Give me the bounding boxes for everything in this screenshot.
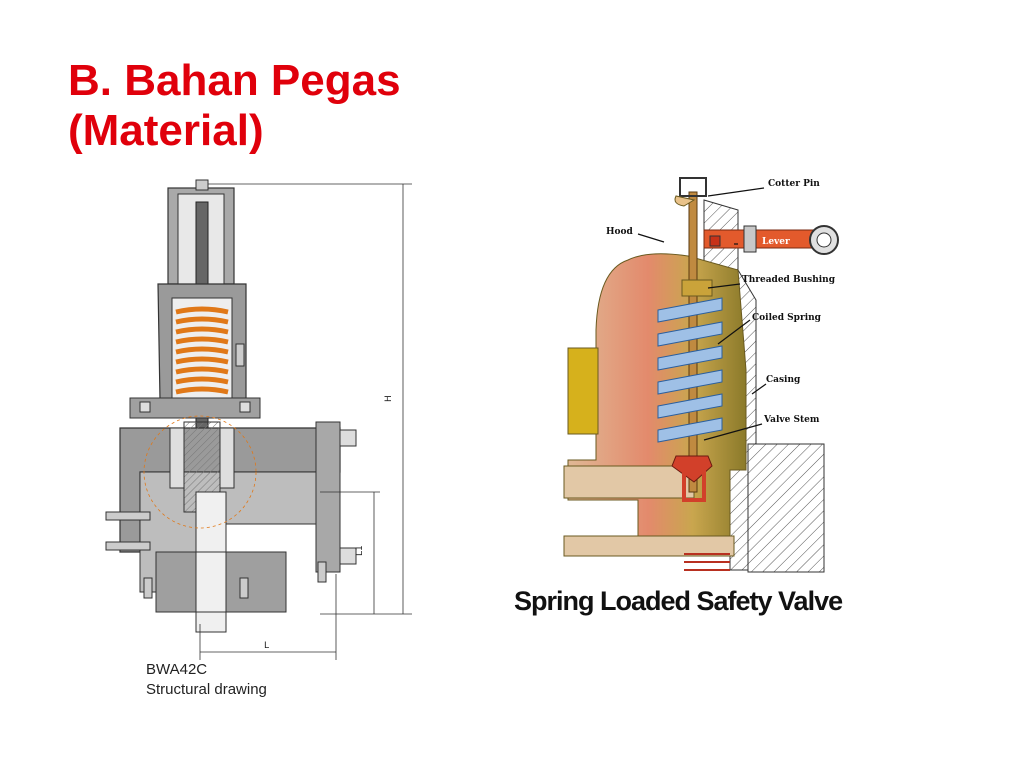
structural-drawing: H L1 L <box>105 179 412 660</box>
threaded-bushing <box>681 279 713 297</box>
label-cotter-pin: Cotter Pin <box>768 179 820 189</box>
structural-drawing-caption: BWA42C Structural drawing <box>146 660 267 700</box>
drawing-caption: Structural drawing <box>146 681 267 698</box>
dimension-l1: L1 <box>355 545 365 556</box>
model-label: BWA42C <box>146 661 208 678</box>
dimension-h: H <box>384 395 394 402</box>
safety-valve-illustration: Cotter Pin Hood Lever Threaded Bushing C… <box>563 177 839 573</box>
label-casing: Casing <box>766 375 801 385</box>
label-lever: Lever <box>762 237 790 247</box>
valve-stem <box>688 191 698 493</box>
label-threaded-bushing: Threaded Bushing <box>742 275 836 285</box>
dimension-l: L <box>264 641 269 651</box>
coil-spring <box>175 306 229 395</box>
label-valve-stem: Valve Stem <box>763 415 820 425</box>
label-coiled-spring: Coiled Spring <box>752 313 822 323</box>
label-hood: Hood <box>606 227 634 237</box>
title-line-1: B. Bahan Pegas <box>68 56 401 105</box>
title-line-2: (Material) <box>68 106 264 155</box>
safety-valve-caption: Spring Loaded Safety Valve <box>514 586 843 616</box>
outlet-flange <box>315 421 341 573</box>
coiled-spring <box>657 297 723 443</box>
slide-title: B. Bahan Pegas (Material) <box>68 56 401 156</box>
